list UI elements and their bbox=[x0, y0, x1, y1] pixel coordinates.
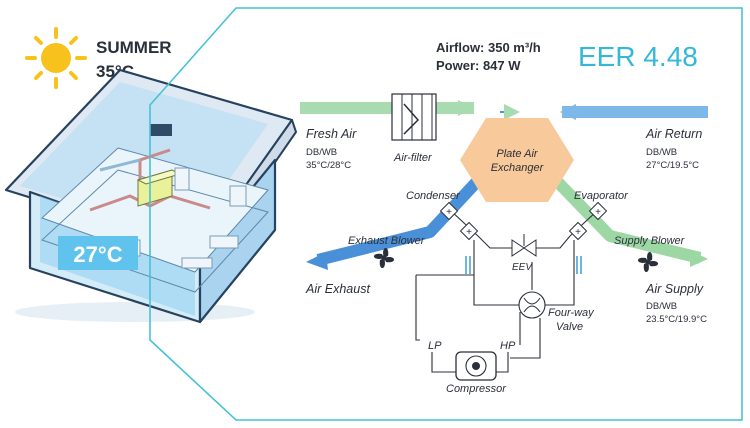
exhaust-blower-label: Exhaust Blower bbox=[348, 235, 426, 247]
air-return-dbwb-label: DB/WB bbox=[646, 147, 677, 158]
compressor-icon bbox=[455, 351, 497, 381]
fresh-air-label: Fresh Air bbox=[306, 127, 357, 141]
evaporator-label: Evaporator bbox=[574, 190, 629, 202]
air-filter-label: Air-filter bbox=[393, 152, 433, 164]
air-supply-dbwb-label: DB/WB bbox=[646, 301, 677, 312]
exchanger-label-line1: Plate Air bbox=[496, 148, 539, 160]
indoor-temperature: 27°C bbox=[73, 242, 122, 267]
air-return-label: Air Return bbox=[645, 127, 702, 141]
compressor-label: Compressor bbox=[446, 383, 507, 395]
return-air-stream bbox=[306, 104, 708, 270]
house-illustration: 27°C bbox=[4, 68, 297, 324]
hp-label: HP bbox=[500, 340, 516, 352]
evaporator-coil: + + bbox=[568, 201, 608, 241]
eer-value: EER 4.48 bbox=[578, 41, 698, 72]
lp-label: LP bbox=[428, 340, 442, 352]
supply-blower-label: Supply Blower bbox=[614, 235, 686, 247]
condenser-coil: + + bbox=[439, 201, 479, 241]
supply-fan-icon bbox=[637, 251, 659, 273]
sun-icon bbox=[25, 27, 87, 89]
air-supply-dbwb: 23.5°C/19.9°C bbox=[646, 314, 707, 325]
condenser-label: Condenser bbox=[406, 190, 461, 202]
power-value: Power: 847 W bbox=[436, 58, 521, 73]
fresh-air-stream bbox=[300, 100, 708, 267]
svg-text:+: + bbox=[446, 207, 452, 218]
svg-text:+: + bbox=[575, 227, 581, 238]
four-way-label-line2: Valve bbox=[556, 321, 583, 333]
filter-icon bbox=[391, 93, 437, 141]
valve-icon bbox=[511, 234, 537, 257]
four-way-valve bbox=[518, 291, 546, 319]
plate-air-exchanger bbox=[460, 118, 574, 202]
season-label: SUMMER bbox=[96, 38, 172, 57]
exchanger-label-line2: Exchanger bbox=[491, 162, 545, 174]
flow-indicators bbox=[465, 256, 582, 274]
eev-label: EEV bbox=[512, 262, 533, 273]
air-exhaust-label: Air Exhaust bbox=[305, 282, 370, 296]
four-way-label-line1: Four-way bbox=[548, 307, 595, 319]
fan-icon bbox=[373, 247, 395, 269]
svg-text:+: + bbox=[466, 227, 472, 238]
svg-text:+: + bbox=[595, 207, 601, 218]
airflow-value: Airflow: 350 m³/h bbox=[436, 40, 541, 55]
air-supply-label: Air Supply bbox=[645, 282, 704, 296]
air-return-dbwb: 27°C/19.5°C bbox=[646, 160, 699, 171]
callout-frame bbox=[149, 7, 743, 421]
fresh-air-dbwb-label: DB/WB bbox=[306, 147, 337, 158]
fresh-air-dbwb: 35°C/28°C bbox=[306, 160, 351, 171]
